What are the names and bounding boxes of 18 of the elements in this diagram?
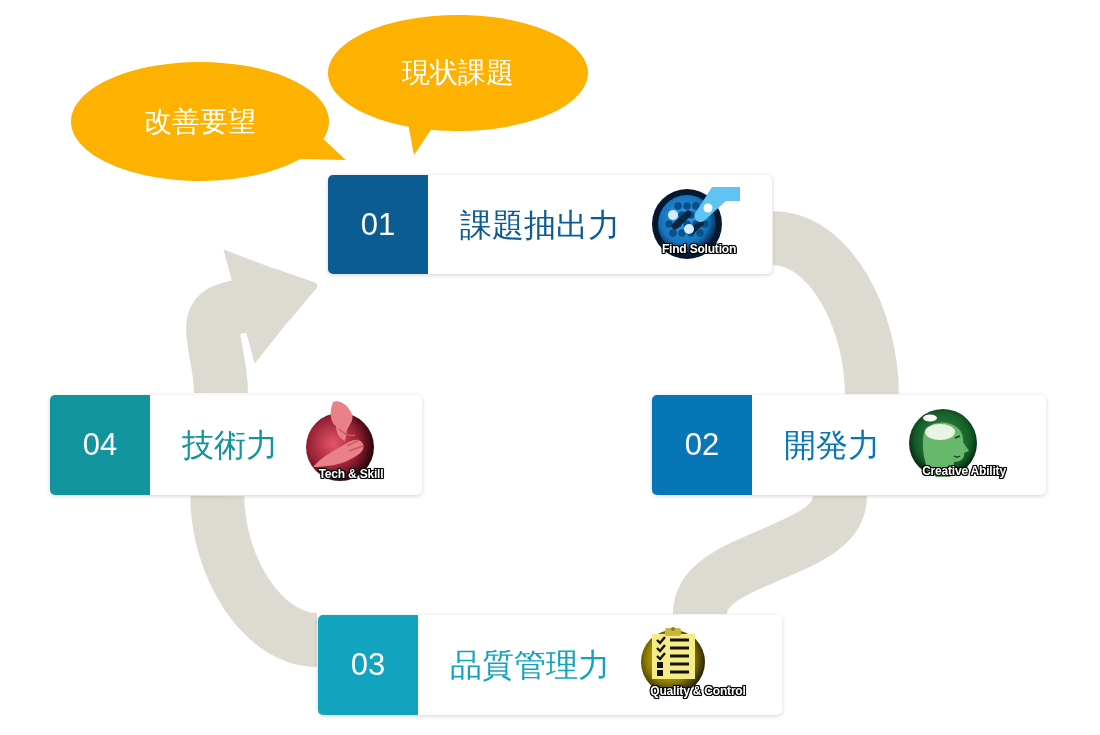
step-title: 課題抽出力 bbox=[460, 206, 620, 243]
step-title: 開発力 bbox=[784, 426, 880, 464]
bubble-text: 現状課題 bbox=[402, 56, 514, 90]
step-title: 技術力 bbox=[182, 426, 278, 464]
icon-caption: Tech & Skill bbox=[318, 468, 384, 482]
step-number: 01 bbox=[328, 175, 428, 274]
step-card bbox=[652, 395, 1046, 495]
speech-bubble bbox=[327, 14, 589, 156]
step-card bbox=[318, 615, 782, 715]
bubble-text: 改善要望 bbox=[144, 105, 256, 138]
speech-bubble bbox=[70, 61, 348, 183]
icon-caption: Quality & Control bbox=[650, 685, 746, 699]
step-number: 02 bbox=[652, 395, 752, 495]
step-card bbox=[50, 395, 422, 495]
step-number: 04 bbox=[50, 395, 150, 495]
step-number: 03 bbox=[318, 615, 418, 715]
step-card bbox=[328, 175, 772, 274]
step-title: 品質管理力 bbox=[450, 646, 610, 684]
